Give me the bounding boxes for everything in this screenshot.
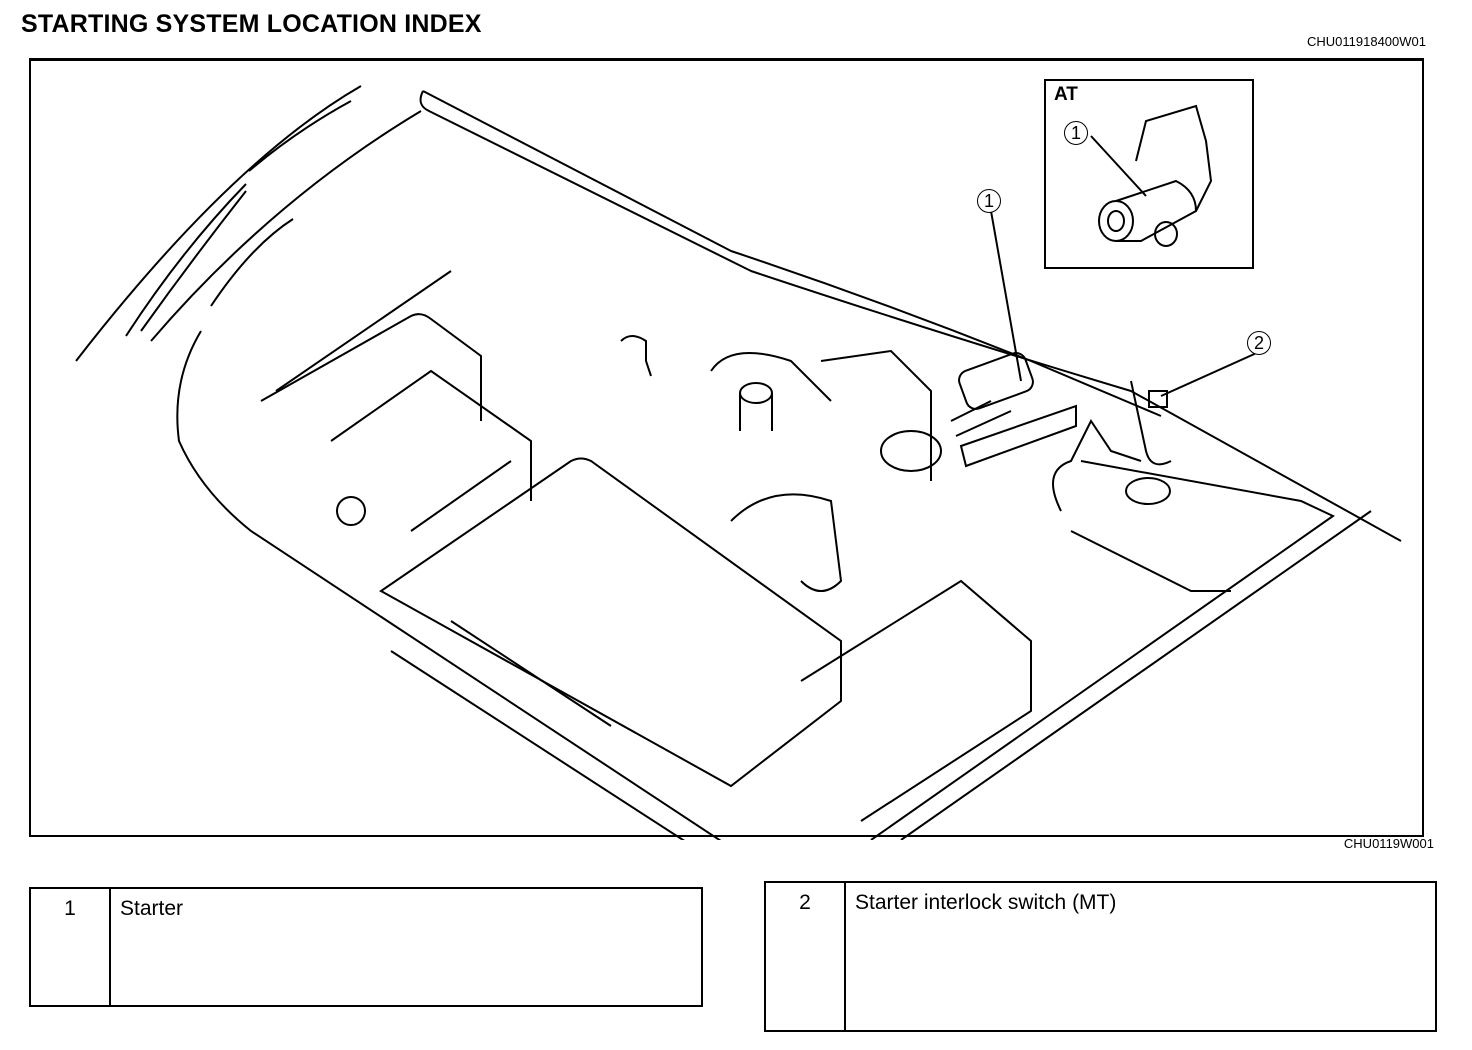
fender-line xyxy=(210,218,294,307)
starter-end xyxy=(1098,200,1134,242)
at-starter-drawing xyxy=(1090,104,1213,247)
interlock-switch xyxy=(1148,390,1168,408)
legend-number: 2 xyxy=(766,883,846,1030)
interlock-bracket xyxy=(1130,380,1172,466)
document-code: CHU011918400W01 xyxy=(1307,34,1426,49)
fender-line xyxy=(125,183,247,337)
battery xyxy=(330,369,532,501)
fender-line xyxy=(248,100,352,172)
battery-box xyxy=(260,313,482,421)
legend-description: Starter interlock switch (MT) xyxy=(855,891,1117,914)
legend-number: 1 xyxy=(31,889,111,1005)
fender-line xyxy=(75,85,362,362)
cowl-bar-edge xyxy=(422,90,1162,417)
intake xyxy=(820,349,932,481)
legend-description: Starter xyxy=(120,897,184,920)
legend-item-1: 1 Starter xyxy=(29,887,703,1007)
legend-item-2: 2 Starter interlock switch (MT) xyxy=(764,881,1437,1032)
compartment-outline xyxy=(176,330,722,840)
inset-callout-1: 1 xyxy=(1064,121,1088,145)
callout-leader xyxy=(990,210,1022,382)
starter-mount xyxy=(959,404,1077,468)
oil-filler-cap xyxy=(739,382,773,404)
compartment-edge xyxy=(870,460,1335,840)
solenoid xyxy=(1154,221,1178,247)
engine-cap xyxy=(620,335,652,377)
starter-body xyxy=(1115,179,1198,242)
fuse-box xyxy=(800,579,1032,822)
fender-line xyxy=(140,190,247,332)
hose xyxy=(710,352,832,402)
callout-1: 1 xyxy=(977,189,1001,213)
air-cleaner-box xyxy=(379,457,842,788)
starter-bracket xyxy=(1135,104,1213,212)
compartment-edge xyxy=(900,510,1372,840)
page-title: STARTING SYSTEM LOCATION INDEX xyxy=(21,10,482,38)
figure-code: CHU0119W001 xyxy=(1343,836,1434,851)
at-inset: AT 1 xyxy=(1044,79,1254,269)
engine-compartment-figure: AT 1 1 2 xyxy=(29,58,1424,840)
throttle-body xyxy=(880,430,942,472)
starter-motor xyxy=(958,352,1034,410)
intake-duct xyxy=(730,493,843,592)
battery-terminal xyxy=(336,496,366,526)
engine-compartment-drawing xyxy=(75,85,1402,840)
inset-callout-leader xyxy=(1090,135,1147,197)
inset-label: AT xyxy=(1054,84,1078,105)
callout-leader xyxy=(1160,350,1262,397)
reservoir-cap xyxy=(1125,477,1171,505)
cowl-line xyxy=(150,110,422,342)
cowl-bar xyxy=(419,90,1402,542)
callout-2: 2 xyxy=(1247,331,1271,355)
